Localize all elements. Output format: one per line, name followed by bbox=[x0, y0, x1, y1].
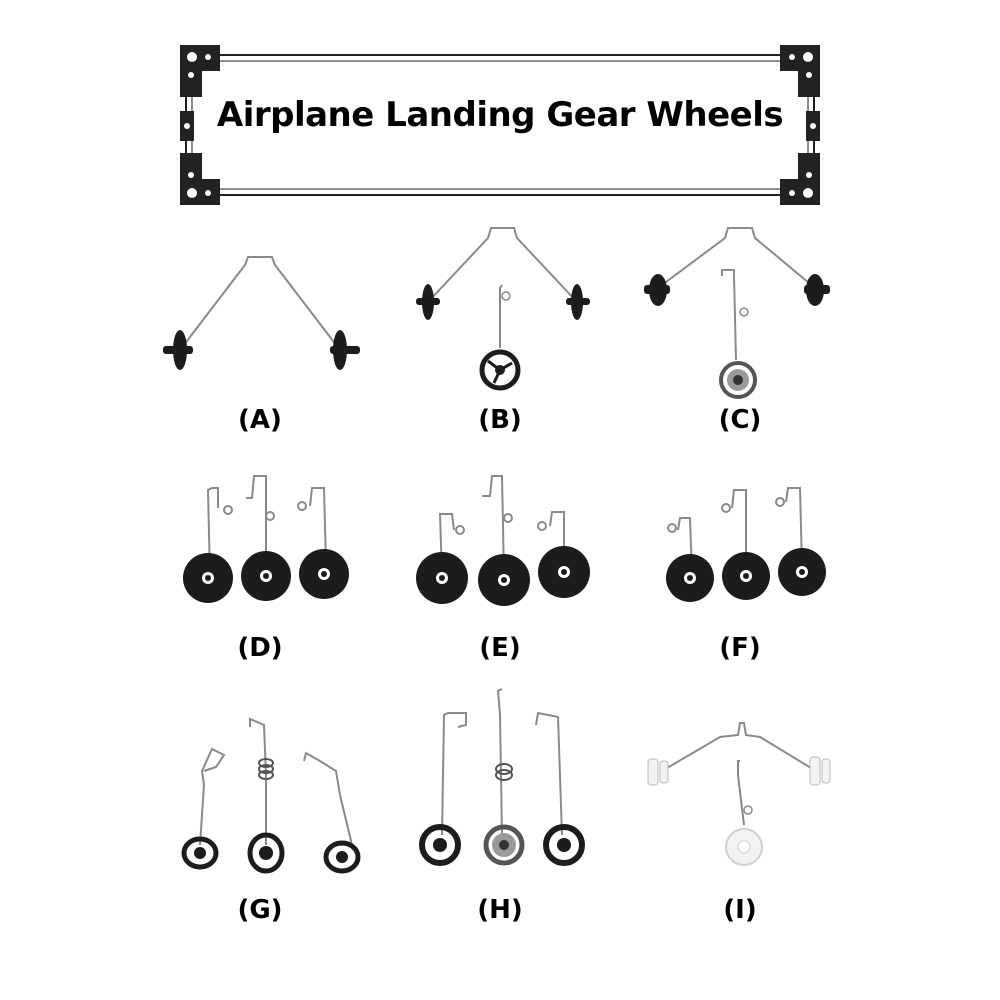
landing-gear-icon bbox=[419, 688, 585, 866]
landing-gear-icon bbox=[181, 717, 361, 874]
option-b: (B) bbox=[370, 220, 630, 445]
ornamental-frame-icon bbox=[180, 45, 820, 205]
option-label: (D) bbox=[237, 633, 283, 663]
wheel bbox=[299, 549, 349, 599]
option-label: (F) bbox=[719, 633, 761, 663]
landing-gear-icon bbox=[644, 227, 830, 399]
wheel bbox=[323, 840, 361, 874]
wheel bbox=[538, 546, 590, 598]
wheel-left bbox=[644, 274, 670, 306]
wheel bbox=[478, 554, 530, 606]
nose-wheel-white bbox=[725, 828, 763, 866]
wheel bbox=[722, 552, 770, 600]
option-label: (G) bbox=[237, 895, 283, 925]
page-title: Airplane Landing Gear Wheels bbox=[216, 95, 784, 135]
option-label: (E) bbox=[479, 633, 521, 663]
landing-gear-icon bbox=[163, 256, 360, 370]
wheel bbox=[241, 551, 291, 601]
nose-wheel bbox=[479, 349, 521, 391]
option-i: (I) bbox=[610, 715, 870, 935]
landing-gear-icon bbox=[416, 475, 590, 606]
wheel bbox=[181, 836, 219, 870]
option-label: (C) bbox=[718, 405, 762, 435]
option-a: (A) bbox=[130, 245, 390, 445]
wheel-right-white bbox=[809, 756, 831, 786]
wheel-right bbox=[330, 330, 360, 370]
wheel-left bbox=[416, 284, 440, 320]
wheel-right bbox=[804, 274, 830, 306]
wheel-metal bbox=[483, 824, 525, 866]
wheel-left bbox=[163, 330, 193, 370]
wheel bbox=[778, 548, 826, 596]
title-banner: Airplane Landing Gear Wheels bbox=[180, 45, 820, 205]
nose-wheel bbox=[719, 361, 757, 399]
wheel bbox=[543, 824, 585, 866]
landing-gear-icon bbox=[416, 227, 590, 391]
wheel-left-white bbox=[647, 758, 669, 786]
wheel-right bbox=[566, 284, 590, 320]
wheel bbox=[416, 552, 468, 604]
wheel bbox=[183, 553, 233, 603]
wheel bbox=[419, 824, 461, 866]
option-d: (D) bbox=[130, 468, 390, 668]
coil-spring bbox=[495, 763, 513, 781]
option-g: (G) bbox=[130, 705, 390, 935]
option-label: (B) bbox=[478, 405, 522, 435]
wheel bbox=[666, 554, 714, 602]
landing-gear-icon bbox=[183, 475, 349, 603]
coil-spring bbox=[258, 758, 274, 780]
option-label: (A) bbox=[238, 405, 282, 435]
option-label: (H) bbox=[477, 895, 523, 925]
landing-gear-icon bbox=[647, 722, 831, 866]
option-label: (I) bbox=[723, 895, 757, 925]
option-h: (H) bbox=[370, 685, 630, 935]
option-f: (F) bbox=[610, 468, 870, 668]
option-c: (C) bbox=[610, 220, 870, 445]
wheel bbox=[247, 832, 285, 874]
option-e: (E) bbox=[370, 468, 630, 668]
landing-gear-icon bbox=[666, 487, 826, 602]
